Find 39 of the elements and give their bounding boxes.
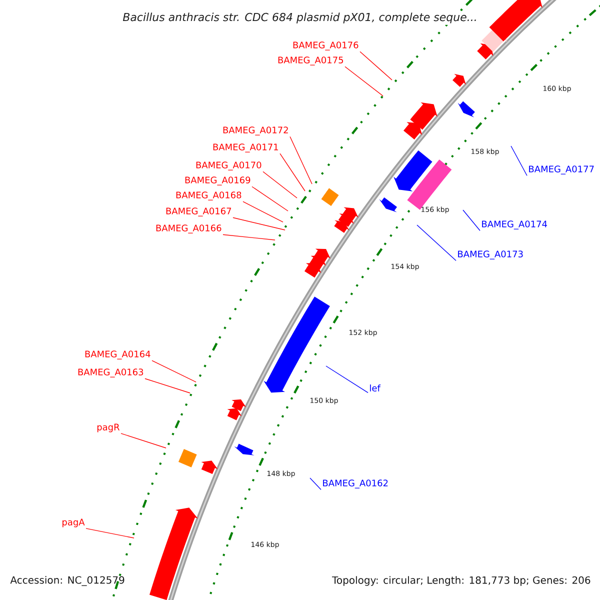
gene-label: BAMEG_A0171 [213, 144, 278, 152]
leader-line [360, 51, 392, 80]
leader-line [86, 528, 134, 538]
leader-line [152, 360, 196, 382]
leader-line [262, 171, 298, 198]
info-text: Accession: NC_012579 [10, 576, 124, 586]
gene-label: BAMEG_A0172 [223, 126, 288, 136]
gene-label: BAMEG_A0176 [293, 42, 358, 50]
gene-label: BAMEG_A0164 [85, 350, 150, 360]
gene-label: BAMEG_A0163 [78, 368, 144, 378]
leader-line [242, 201, 284, 222]
leader-line [416, 224, 456, 261]
gene-label: lef [370, 384, 381, 392]
gene-label: BAMEG_A0168 [176, 192, 242, 200]
title: Bacillus anthracis str. CDC 684 plasmid pX01, complete seque... [121, 11, 479, 25]
leader-line [510, 146, 528, 176]
leader-line [326, 366, 368, 394]
leader-line [310, 478, 322, 490]
leader-line [344, 66, 384, 96]
leader-line [222, 234, 276, 240]
leader-line [280, 153, 306, 192]
gene-label: BAMEG_A0174 [482, 220, 548, 230]
gene-label: BAMEG_A0175 [278, 56, 344, 66]
gene-label: pagR [97, 424, 120, 432]
leader-line [120, 433, 166, 448]
gene-label: BAMEG_A0177 [529, 166, 594, 174]
leader-line [462, 210, 480, 231]
info-text: Topology: circular; Length: 181,773 bp; Genes: 206 [332, 576, 590, 586]
gene-label: BAMEG_A0167 [166, 208, 232, 216]
gene-label: BAMEG_A0166 [156, 224, 222, 234]
gene-label: pagA [62, 518, 85, 528]
gene-label: BAMEG_A0169 [185, 176, 250, 186]
leader-line [232, 217, 286, 230]
leader-line [252, 186, 288, 212]
gene-label: BAMEG_A0173 [458, 250, 523, 260]
leader-line [290, 136, 312, 184]
gene-label: BAMEG_A0162 [323, 480, 388, 488]
leader-line [144, 378, 190, 394]
gene-label: BAMEG_A0170 [196, 162, 262, 170]
